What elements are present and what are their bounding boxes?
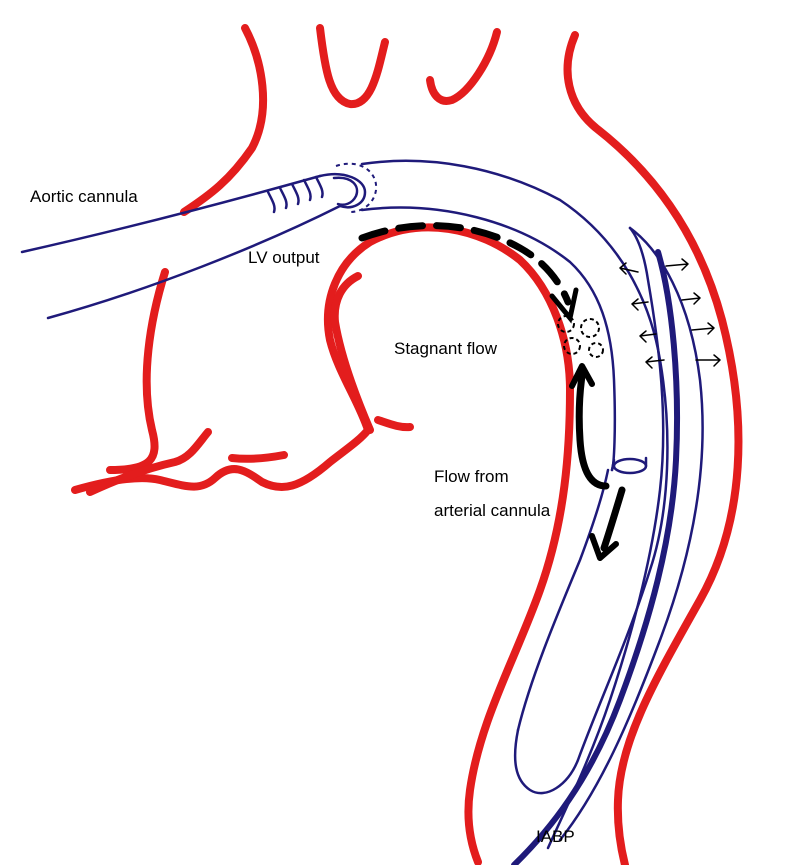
cannula-mouth [612,457,648,475]
arch-inner-loop [330,272,374,434]
cannula-lower-edge [46,204,342,320]
label-stagnant-flow: Stagnant flow [394,339,498,358]
label-aortic-cannula: Aortic cannula [30,187,138,206]
cannula-thread-3 [290,182,300,206]
label-flow-line-2: arterial cannula [434,501,551,520]
aorta-outer-wall-left [180,24,268,216]
arterial-cannula-flow-arrows [569,363,626,561]
lumen-cannula-bottom [516,468,610,732]
label-flow-from-arterial-cannula: Flow from arterial cannula [434,458,550,526]
cannula-thread-4 [302,178,312,202]
upward-flow-shaft [575,372,610,490]
aorta-wall [71,24,743,865]
iabp-balloon [511,226,704,865]
aortic-cannula [20,173,367,320]
ventricle-outline [106,268,169,474]
iabp-balloon-outline-2 [546,226,665,850]
downward-flow-shaft [600,486,626,552]
ventricle-outline-2 [71,426,372,494]
ventricle-inner-3 [374,416,414,432]
cannula-thread-1 [266,190,276,214]
arch-branch-2 [426,28,501,105]
downward-flow-arrowhead [589,533,619,561]
cannula-thread-2 [278,186,288,210]
cannula-tip-inner [332,176,359,206]
aorta-lumen-lines [360,159,669,795]
iabp-shaft [511,249,681,865]
aorta-inner-wall [323,223,574,865]
stagnant-flow-swirls [557,315,604,358]
arch-branch-3 [563,31,743,865]
iabp-inflation-arrows [619,258,721,369]
label-iabp: IABP [536,827,575,846]
iabp-balloon-outline [558,226,704,842]
lumen-outer-line [360,159,669,795]
cannula-tip [318,173,367,209]
arch-branch-1 [316,24,389,108]
upward-flow-arrowhead [569,363,595,389]
label-lv-output: LV output [248,248,320,267]
cannula-thread-5 [314,175,324,199]
lv-output-arrow [358,222,579,324]
lumen-inner-line [360,206,617,472]
ventricle-inner-1 [86,428,212,496]
ventricle-inner-2 [228,451,288,463]
label-flow-line-1: Flow from [434,467,509,486]
cannula-end-side [610,456,648,472]
cannula-upper-edge [20,174,322,254]
